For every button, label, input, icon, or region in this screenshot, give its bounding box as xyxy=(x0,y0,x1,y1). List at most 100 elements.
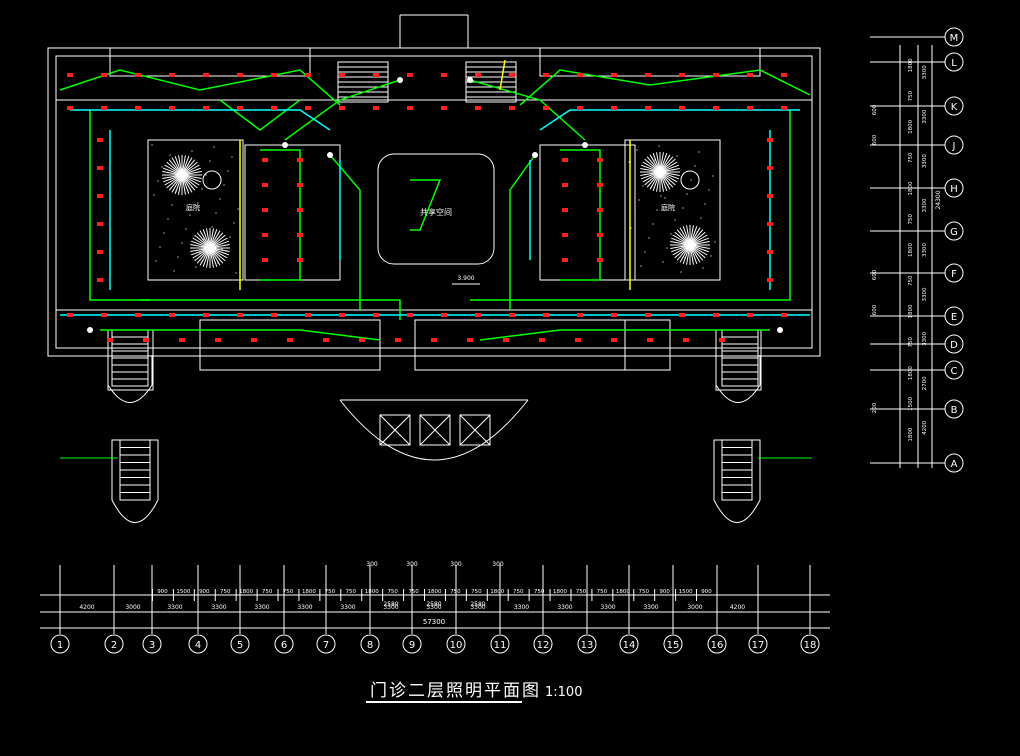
tree-ray xyxy=(194,234,211,249)
dim-value: 3300 xyxy=(340,604,355,611)
light-fixture xyxy=(97,250,103,254)
tree-ray xyxy=(164,174,183,186)
light-fixture xyxy=(373,313,379,317)
tree-ray xyxy=(659,164,679,173)
courtyard-dot xyxy=(189,214,191,216)
junction-node xyxy=(282,142,288,148)
stair-outline xyxy=(715,355,761,403)
circuit-path xyxy=(720,110,791,301)
tree-ray xyxy=(641,171,661,180)
light-fixture xyxy=(713,313,719,317)
tree-ray xyxy=(689,244,708,256)
light-fixture xyxy=(647,338,653,342)
dim-value: 3300 xyxy=(643,604,658,611)
dim-value: 3300 xyxy=(514,604,529,611)
tree-ray xyxy=(178,155,183,176)
light-fixture xyxy=(503,338,509,342)
courtyard-dot xyxy=(173,270,175,272)
light-fixture xyxy=(562,158,568,162)
tree-ray xyxy=(686,225,691,246)
grid-row-label: G xyxy=(950,227,958,238)
light-fixture xyxy=(509,106,515,110)
dim-top-mark: 300 xyxy=(406,561,418,568)
dim-value: 3300 xyxy=(297,604,312,611)
courtyard-dot xyxy=(630,227,632,229)
dim-value: 1800 xyxy=(616,589,630,595)
light-fixture xyxy=(237,106,243,110)
light-fixture xyxy=(237,313,243,317)
dim-value: 1800 xyxy=(490,589,504,595)
grid-bubble xyxy=(446,634,466,654)
tree-ray xyxy=(659,153,668,173)
light-fixture xyxy=(767,166,773,170)
courtyard-dot xyxy=(187,164,189,166)
grid-bubble-label: 4 xyxy=(195,640,201,651)
courtyard-dot xyxy=(714,241,716,243)
courtyard-dot xyxy=(680,271,682,273)
tree-ray xyxy=(689,237,709,246)
grid-bubble-label: 15 xyxy=(667,640,680,651)
light-fixture xyxy=(713,73,719,77)
dim-value: 1500 xyxy=(679,589,693,595)
tree-ray xyxy=(674,231,691,246)
courtyard-dot xyxy=(660,195,662,197)
light-fixture xyxy=(407,313,413,317)
courtyard-dot xyxy=(197,202,199,204)
light-fixture xyxy=(271,313,277,317)
grid-row-bubble xyxy=(944,52,964,72)
grid-bubble xyxy=(316,634,336,654)
tree-ray xyxy=(190,244,211,249)
light-fixture xyxy=(297,183,303,187)
tree-ray xyxy=(163,167,183,176)
light-fixture xyxy=(67,73,73,77)
dim-value: 900 xyxy=(659,589,670,595)
tree-ray xyxy=(642,161,661,173)
junction-node xyxy=(327,152,333,158)
light-fixture xyxy=(135,73,141,77)
grid-bubble xyxy=(800,634,820,654)
light-fixture xyxy=(611,73,617,77)
grid-row-bubble xyxy=(944,178,964,198)
light-fixture xyxy=(539,338,545,342)
tree-ray xyxy=(196,232,211,249)
tree-ray xyxy=(679,227,691,246)
tree-ray xyxy=(689,244,710,249)
tree-ray xyxy=(209,247,214,268)
light-fixture xyxy=(407,73,413,77)
grid-row-bubble xyxy=(944,27,964,47)
light-fixture xyxy=(262,158,268,162)
dim-value: 3300 xyxy=(470,604,485,611)
circuit-path xyxy=(59,69,341,106)
courtyard-dot xyxy=(702,267,704,269)
dim-right-a: 750 xyxy=(908,213,914,224)
courtyard-dot xyxy=(646,171,648,173)
light-fixture xyxy=(645,106,651,110)
courtyard-dot xyxy=(177,256,179,258)
tree-ray xyxy=(659,152,664,173)
tree-ray xyxy=(209,247,218,267)
dim-right-a: 750 xyxy=(908,337,914,348)
dim-right-a: 750 xyxy=(908,90,914,101)
light-fixture xyxy=(179,338,185,342)
courtyard-dot xyxy=(227,170,229,172)
grid-row-bubble xyxy=(944,135,964,155)
light-fixture xyxy=(611,338,617,342)
tree-ray xyxy=(209,247,224,264)
courtyard-dot xyxy=(203,238,205,240)
junction-node xyxy=(87,327,93,333)
tree-ray xyxy=(689,234,708,246)
light-fixture xyxy=(543,73,549,77)
tree-ray xyxy=(209,247,226,262)
tree-ray xyxy=(181,164,200,176)
light-fixture xyxy=(101,73,107,77)
tree-ray xyxy=(181,174,190,194)
light-fixture xyxy=(747,106,753,110)
courtyard-dot xyxy=(171,204,173,206)
dim-value: 3300 xyxy=(426,604,441,611)
light-fixture xyxy=(781,73,787,77)
stair-outline xyxy=(107,355,153,403)
dim-value: 3300 xyxy=(383,604,398,611)
tree-ray xyxy=(682,226,691,246)
light-fixture xyxy=(262,258,268,262)
